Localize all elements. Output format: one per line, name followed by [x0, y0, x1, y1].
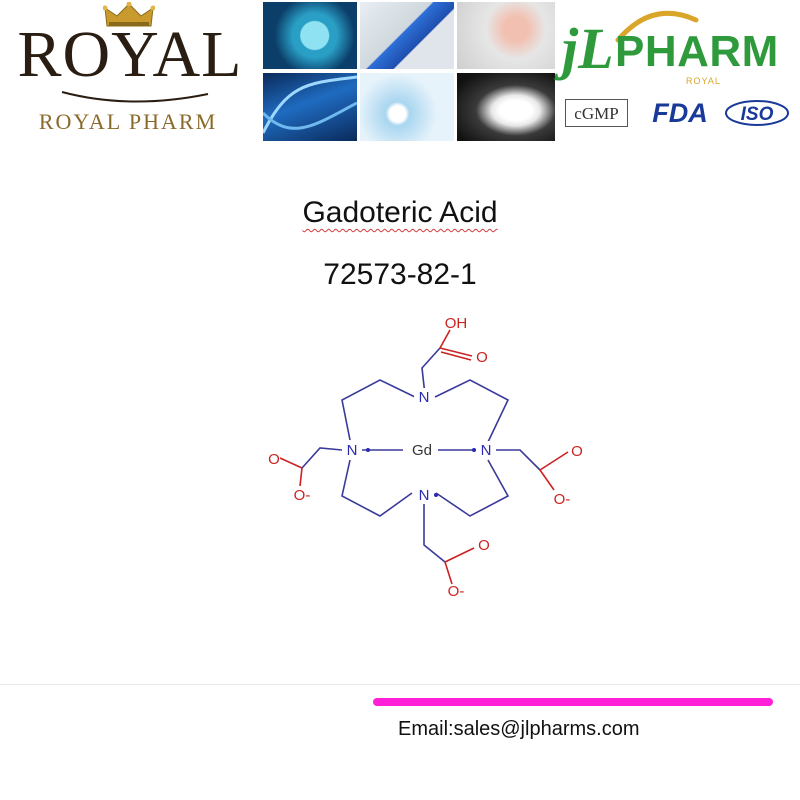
royal-wordmark: ROYAL	[17, 18, 243, 91]
dna-image	[263, 73, 357, 141]
oxygen-right: O	[571, 443, 583, 460]
oxygen-top: O	[476, 349, 488, 366]
oxide-right: O-	[554, 491, 571, 508]
royal-subtitle: ROYAL PHARM	[38, 109, 218, 134]
gadolinium-center: Gd	[412, 442, 432, 459]
fda-badge: FDA	[652, 98, 708, 128]
contact-email[interactable]: Email:sales@jlpharms.com	[398, 718, 640, 740]
powder-image	[457, 73, 555, 141]
nitrogen-bottom: N	[419, 487, 430, 504]
product-name: Gadoteric Acid	[0, 196, 800, 230]
nitrogen-top: N	[419, 389, 430, 406]
jl-royal-badge: ROYAL	[686, 76, 721, 86]
carboxyl-bonds	[279, 329, 569, 585]
footer-divider	[0, 684, 800, 685]
jl-arc-icon	[615, 10, 699, 43]
iso-badge: ISO	[725, 100, 789, 126]
capsule-image	[457, 2, 555, 69]
jl-monogram: jL	[562, 16, 614, 81]
royal-swoosh	[61, 91, 209, 103]
arm-bonds	[301, 347, 541, 563]
dna-helix-icon	[263, 75, 357, 134]
glove-image	[360, 2, 454, 69]
water-drop-image	[360, 73, 454, 141]
iso-label: ISO	[741, 104, 774, 125]
lone-pair-dots	[366, 448, 476, 497]
nitrogen-right: N	[481, 442, 492, 459]
product-photo-grid	[263, 2, 555, 141]
crown-icon	[103, 2, 155, 27]
virus-image	[263, 2, 357, 69]
nitrogen-left: N	[347, 442, 358, 459]
chemical-structure-diagram: N N N N Gd OH O O O- O O- O O-	[268, 315, 583, 600]
accent-bar	[373, 698, 773, 706]
oxygen-left: O	[268, 451, 280, 468]
product-name-text: Gadoteric Acid	[302, 196, 498, 229]
jl-wordmark: PHARM	[615, 27, 779, 76]
oxide-left: O-	[294, 487, 311, 504]
atom-labels: N N N N Gd OH O O O- O O- O O-	[268, 315, 583, 600]
royal-logo: ROYAL ROYAL PHARM	[0, 0, 250, 150]
hydroxyl-top: OH	[445, 315, 468, 332]
cgmp-badge: cGMP	[565, 99, 628, 127]
oxygen-bottom: O	[478, 537, 490, 554]
oxide-bottom: O-	[448, 583, 465, 600]
cas-number: 72573-82-1	[323, 258, 477, 291]
